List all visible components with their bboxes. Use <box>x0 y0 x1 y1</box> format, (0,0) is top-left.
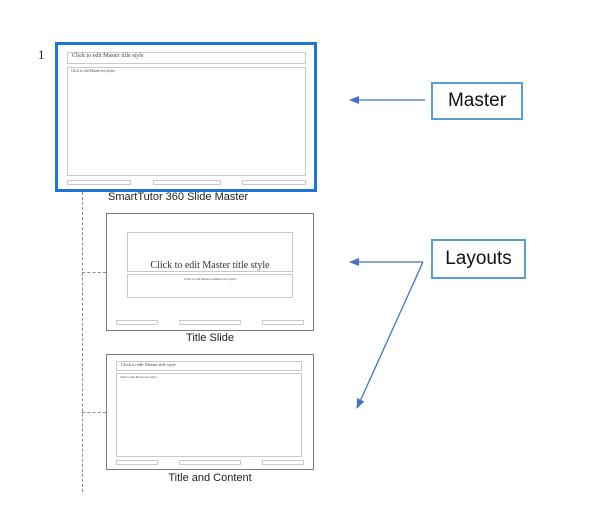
title-slide-number-placeholder <box>262 320 304 325</box>
master-footer-placeholder <box>153 180 221 185</box>
master-title-placeholder: Click to edit Master title style <box>67 52 306 64</box>
master-title-text: Click to edit Master title style <box>72 53 144 59</box>
title-content-body-placeholder: Click to edit Master text styles <box>116 373 302 457</box>
title-content-title-placeholder: Click to edit Master title style <box>116 361 302 371</box>
layouts-arrow-title-content <box>356 261 424 409</box>
layout-caption-title-content: Title and Content <box>168 472 252 484</box>
layouts-callout: Layouts <box>431 239 526 279</box>
title-slide-footer-placeholder <box>179 320 241 325</box>
layout-connector-title-slide <box>82 272 106 273</box>
hierarchy-connector <box>82 192 83 492</box>
master-body-text: Click to edit Master text styles <box>71 69 116 73</box>
master-date-placeholder <box>67 180 131 185</box>
slide-master-thumbnail[interactable]: Click to edit Master title style Click t… <box>55 42 317 192</box>
title-slide-title-text: Click to edit Master title style <box>150 260 270 271</box>
master-callout: Master <box>431 82 523 120</box>
title-content-number-placeholder <box>262 460 304 465</box>
layout-caption-title-slide: Title Slide <box>186 332 234 344</box>
master-body-placeholder: Click to edit Master text styles <box>67 67 306 176</box>
title-slide-subtitle-text: Click to edit Master subtitle text style… <box>183 277 237 281</box>
title-content-footer-placeholder <box>179 460 241 465</box>
layout-thumbnail-title-content[interactable]: Click to edit Master title style Click t… <box>106 354 314 470</box>
master-slide-number-placeholder <box>242 180 306 185</box>
title-content-title-text: Click to edit Master title style <box>121 362 176 367</box>
slide-number: 1 <box>38 47 45 62</box>
slide-master-caption: SmartTutor 360 Slide Master <box>108 191 249 203</box>
layout-connector-title-content <box>82 412 106 413</box>
title-slide-title-placeholder: Click to edit Master title style <box>127 232 293 272</box>
title-content-date-placeholder <box>116 460 158 465</box>
layout-thumbnail-title-slide[interactable]: Click to edit Master title style Click t… <box>106 213 314 331</box>
title-slide-subtitle-placeholder: Click to edit Master subtitle text style… <box>127 274 293 298</box>
title-slide-date-placeholder <box>116 320 158 325</box>
title-content-body-text: Click to edit Master text styles <box>120 375 157 379</box>
